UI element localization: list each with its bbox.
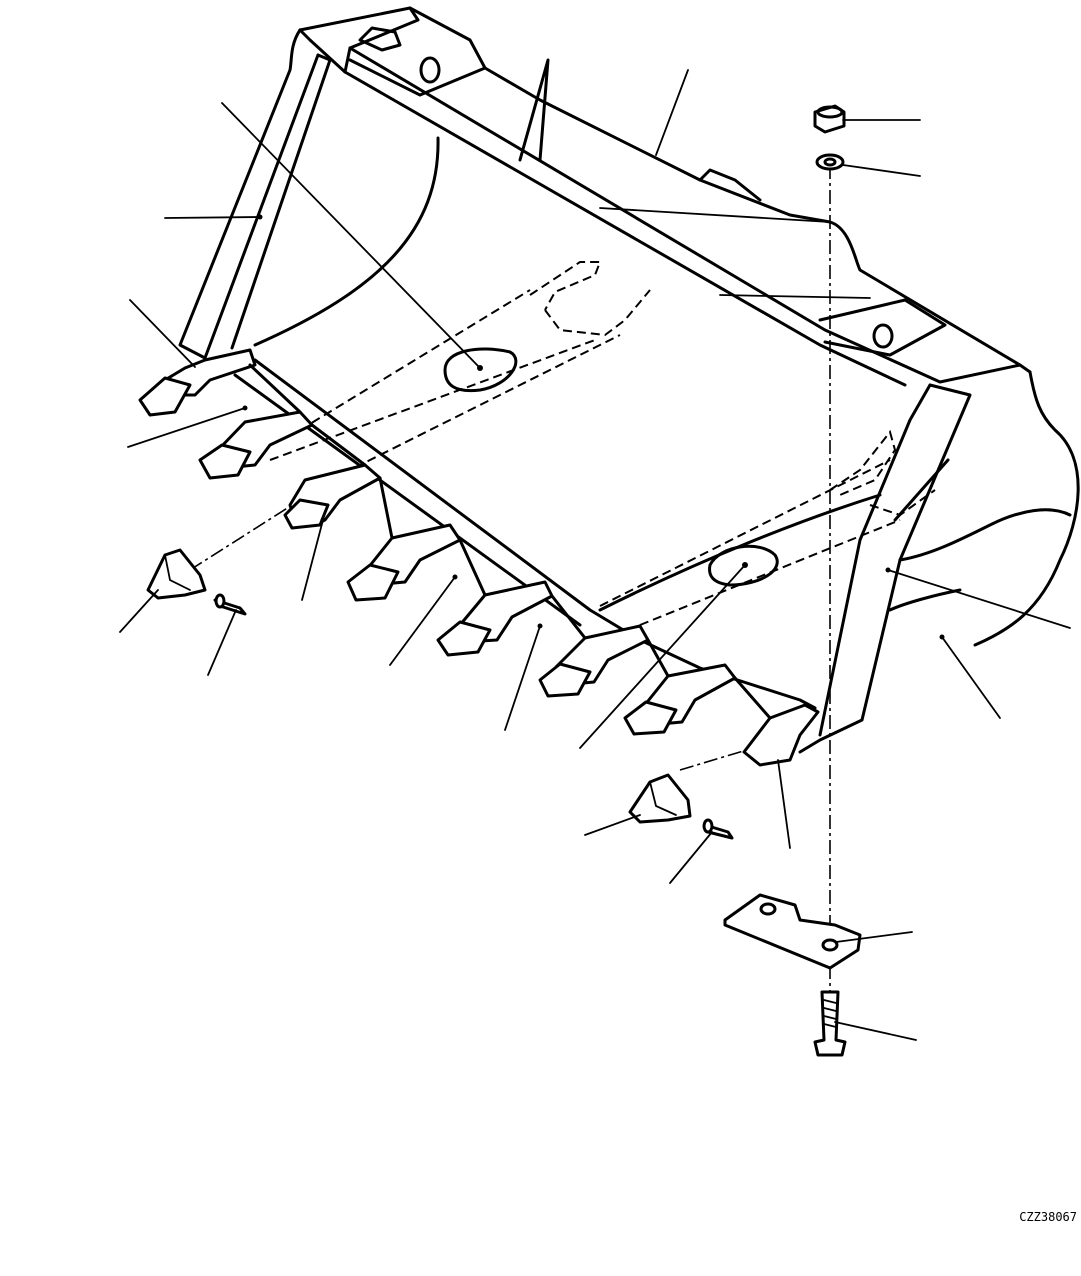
leader-lines [119, 69, 1071, 1041]
retaining-pin [702, 818, 734, 840]
bolt [813, 990, 847, 1057]
leader-dots [242, 214, 945, 640]
tooth-adapters [138, 348, 820, 767]
wear-plate [443, 347, 779, 587]
tooth-adapter [198, 410, 314, 480]
tooth-adapter [346, 523, 462, 602]
tooth-adapter [538, 624, 650, 698]
tooth-adapter [436, 580, 554, 657]
washer [815, 153, 845, 171]
end-bit [723, 893, 862, 970]
tooth-point [146, 548, 207, 600]
tooth-point [628, 773, 692, 824]
drawing-code: CZZ38067 [1019, 1210, 1077, 1224]
tooth-adapter [623, 663, 737, 736]
bucket-body [178, 6, 1080, 754]
cutting-edge-segments [248, 363, 772, 720]
tooth-adapter [283, 463, 382, 530]
nut [813, 104, 846, 134]
retaining-pin [213, 593, 247, 616]
tooth-adapter [138, 348, 257, 417]
tooth-adapter [742, 703, 820, 767]
